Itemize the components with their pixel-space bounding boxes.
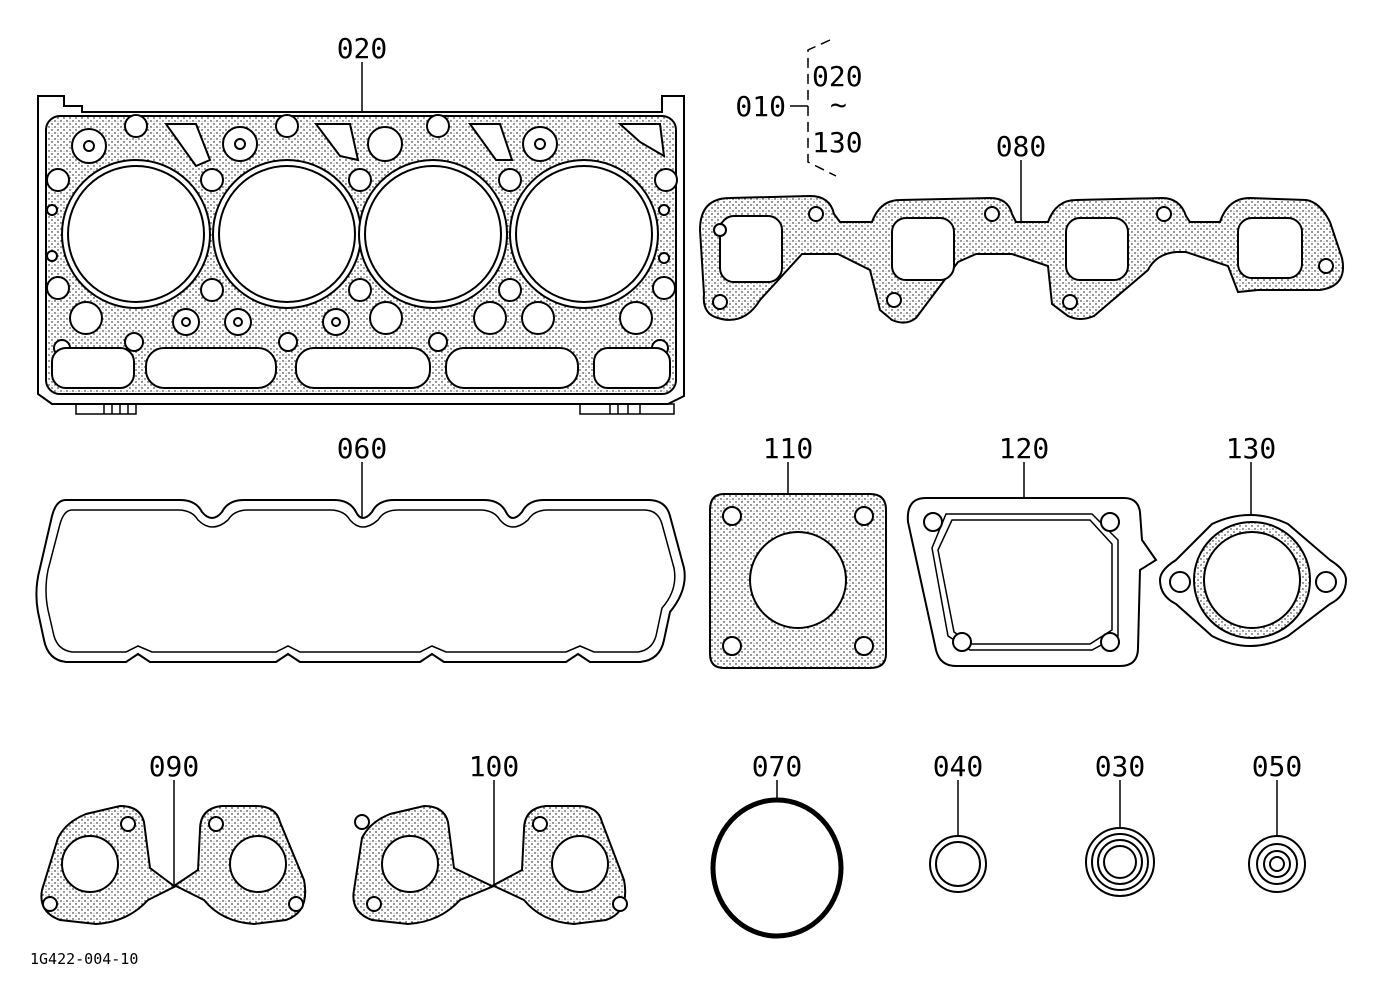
o-ring[interactable]	[710, 797, 844, 939]
oval-flange-gasket[interactable]	[1158, 514, 1348, 647]
callout-040[interactable]: 040	[933, 750, 984, 783]
callout-060[interactable]: 060	[337, 432, 388, 465]
intake-gasket-right[interactable]	[352, 804, 628, 926]
callout-050[interactable]: 050	[1252, 750, 1303, 783]
callout-100[interactable]: 100	[469, 750, 520, 783]
thermostat-cover-gasket[interactable]	[906, 497, 1158, 667]
callout-080[interactable]: 080	[996, 130, 1047, 163]
callout-020[interactable]: 020	[337, 32, 388, 65]
washer-double[interactable]	[1085, 827, 1155, 897]
callout-010[interactable]: 010	[735, 90, 786, 123]
washer-triple[interactable]	[1248, 835, 1306, 893]
cylinder-head-gasket[interactable]	[37, 95, 685, 415]
kit-bracket	[790, 39, 837, 177]
callout-070[interactable]: 070	[752, 750, 803, 783]
callout-090[interactable]: 090	[149, 750, 200, 783]
callout-130[interactable]: 130	[1226, 432, 1277, 465]
kit-range-start: 020	[812, 60, 863, 93]
square-flange-gasket[interactable]	[709, 493, 887, 669]
intake-gasket-left[interactable]	[40, 804, 307, 926]
callout-030[interactable]: 030	[1095, 750, 1146, 783]
callout-120[interactable]: 120	[999, 432, 1050, 465]
callout-110[interactable]: 110	[763, 432, 814, 465]
kit-range-mark: ~	[830, 88, 847, 121]
exhaust-manifold-gasket[interactable]	[698, 194, 1344, 324]
kit-range-end: 130	[812, 126, 863, 159]
head-cover-gasket[interactable]	[35, 499, 686, 663]
washer-small[interactable]	[929, 835, 987, 893]
drawing-number: 1G422-004-10	[30, 950, 138, 968]
